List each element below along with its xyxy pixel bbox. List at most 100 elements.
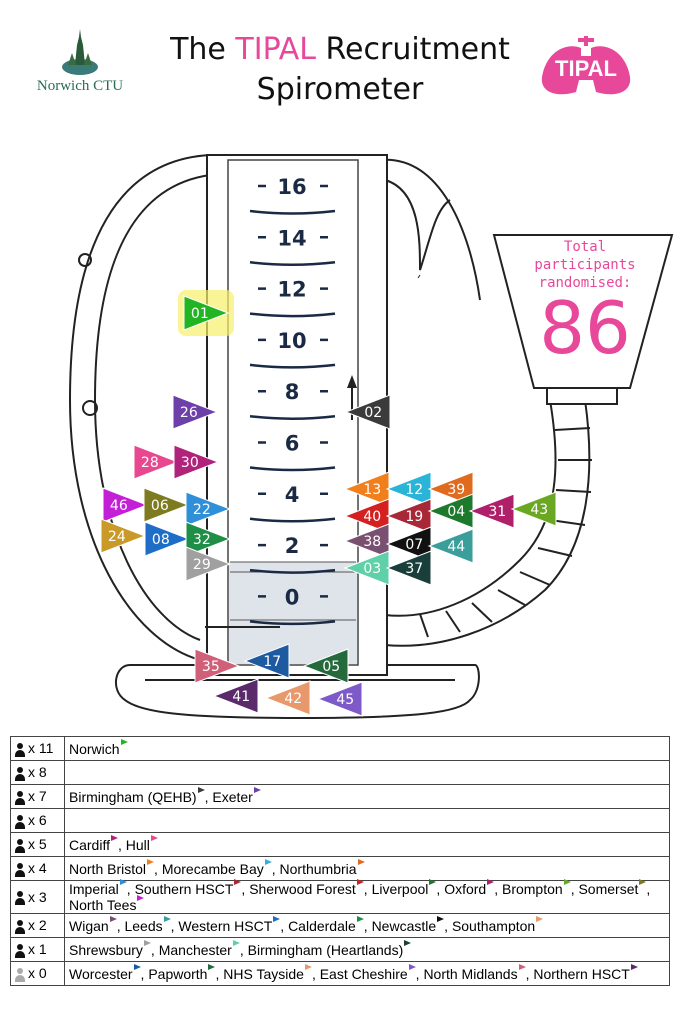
site-flag-46: 46 bbox=[102, 487, 149, 523]
participant-count-cell: x 4 bbox=[10, 856, 65, 881]
site-flag-marker bbox=[150, 834, 158, 841]
site-count-row: x 1 Shrewsbury, Manchester, Birmingham (H… bbox=[10, 937, 670, 962]
site-flag-number: 03 bbox=[363, 561, 381, 577]
scale-label: 14 bbox=[277, 226, 306, 250]
site-name: Birmingham (QEHB), bbox=[69, 786, 213, 805]
site-count-row: x 7 Birmingham (QEHB), Exeter bbox=[10, 784, 670, 809]
site-flag-marker bbox=[109, 915, 117, 922]
site-flag-number: 39 bbox=[447, 482, 465, 498]
site-list-cell: Imperial, Southern HSCT, Sherwood Forest… bbox=[64, 879, 670, 914]
participant-count: x 1 bbox=[28, 941, 47, 958]
person-icon bbox=[15, 943, 25, 958]
site-flag-marker bbox=[264, 858, 272, 865]
person-icon bbox=[15, 742, 25, 757]
site-name: Birmingham (Heartlands) bbox=[248, 939, 412, 958]
participant-count-cell: x 8 bbox=[10, 760, 65, 785]
site-name: Brompton, bbox=[501, 879, 579, 897]
site-flag-number: 17 bbox=[263, 654, 281, 670]
spirometer-frame bbox=[68, 154, 481, 661]
site-flag-marker bbox=[273, 915, 281, 922]
site-flag-number: 28 bbox=[141, 455, 159, 471]
norwich-ctu-logo: Norwich CTU bbox=[20, 25, 140, 105]
site-flag-02: 02 bbox=[344, 394, 391, 430]
site-name: Oxford, bbox=[444, 879, 502, 897]
scale-label: 10 bbox=[277, 329, 306, 353]
site-flag-number: 02 bbox=[364, 405, 382, 421]
site-list-cell: Birmingham (QEHB), Exeter bbox=[64, 784, 670, 809]
site-name: Norwich bbox=[69, 738, 128, 757]
site-list-cell: Wigan, Leeds, Western HSCT, Calderdale, … bbox=[64, 913, 670, 938]
site-name: North Midlands, bbox=[423, 963, 534, 982]
participant-count-cell: x 3 bbox=[10, 880, 65, 914]
site-name: Northern HSCT bbox=[533, 963, 638, 982]
site-flag-number: 30 bbox=[181, 455, 199, 471]
site-flag-30: 30 bbox=[173, 444, 220, 480]
tipal-logo-text: TIPAL bbox=[555, 56, 617, 81]
site-flag-number: 44 bbox=[447, 539, 465, 555]
site-flag-45: 45 bbox=[316, 681, 363, 717]
site-name: Liverpool, bbox=[371, 879, 445, 897]
site-name: North Tees bbox=[69, 895, 145, 913]
site-flag-number: 32 bbox=[193, 532, 211, 548]
site-flag-number: 31 bbox=[488, 504, 506, 520]
site-flag-marker bbox=[304, 963, 312, 970]
site-flag-44: 44 bbox=[427, 528, 474, 564]
participant-count: x 3 bbox=[28, 888, 47, 905]
site-flag-number: 35 bbox=[202, 659, 220, 675]
site-flag-06: 06 bbox=[143, 487, 190, 523]
site-flag-marker bbox=[234, 879, 242, 885]
site-flag-35: 35 bbox=[194, 648, 241, 684]
scale-major-line bbox=[249, 261, 336, 267]
site-name: Shrewsbury, bbox=[69, 939, 159, 958]
site-list-cell bbox=[64, 808, 670, 833]
site-flag-number: 22 bbox=[193, 502, 211, 518]
site-flag-12: 12 bbox=[385, 471, 432, 507]
site-flag-42: 42 bbox=[264, 680, 311, 716]
site-flag-number: 24 bbox=[108, 529, 126, 545]
site-flag-05: 05 bbox=[302, 648, 349, 684]
site-flag-marker bbox=[208, 963, 216, 970]
scale-label: 8 bbox=[285, 380, 300, 404]
person-icon bbox=[15, 814, 25, 829]
site-flag-37: 37 bbox=[385, 550, 432, 586]
site-count-row: x 6 bbox=[10, 808, 670, 833]
site-flag-marker bbox=[487, 879, 495, 885]
site-name: Western HSCT, bbox=[178, 915, 289, 934]
site-flag-marker bbox=[253, 786, 261, 793]
scale-major-line bbox=[249, 466, 336, 472]
scale-major-line bbox=[249, 209, 336, 215]
site-flag-28: 28 bbox=[133, 444, 180, 480]
site-flag-number: 05 bbox=[322, 659, 340, 675]
site-name: Somerset, bbox=[578, 879, 651, 897]
site-flag-number: 45 bbox=[336, 692, 354, 708]
site-flag-number: 01 bbox=[191, 306, 209, 322]
participant-count-cell: x 1 bbox=[10, 937, 65, 962]
site-flag-number: 08 bbox=[152, 532, 170, 548]
participant-count-cell: x 0 bbox=[10, 961, 65, 986]
site-flag-marker bbox=[120, 738, 128, 745]
site-flag-19: 19 bbox=[385, 498, 432, 534]
site-flag-31: 31 bbox=[468, 493, 515, 529]
total-box bbox=[492, 234, 674, 405]
site-flag-marker bbox=[536, 915, 544, 922]
site-name: North Bristol, bbox=[69, 858, 162, 877]
scale-label: 2 bbox=[285, 534, 300, 558]
scale-label: 6 bbox=[285, 432, 300, 456]
site-flag-29: 29 bbox=[185, 546, 232, 582]
site-flag-07: 07 bbox=[385, 526, 432, 562]
site-flag-number: 37 bbox=[405, 561, 423, 577]
site-flag-marker bbox=[119, 879, 127, 885]
person-icon bbox=[15, 891, 25, 906]
site-name: Manchester, bbox=[158, 939, 248, 958]
scale-label: 0 bbox=[285, 585, 300, 609]
participant-count: x 7 bbox=[28, 788, 47, 805]
site-flag-number: 12 bbox=[405, 482, 423, 498]
site-count-row: x 8 bbox=[10, 760, 670, 785]
